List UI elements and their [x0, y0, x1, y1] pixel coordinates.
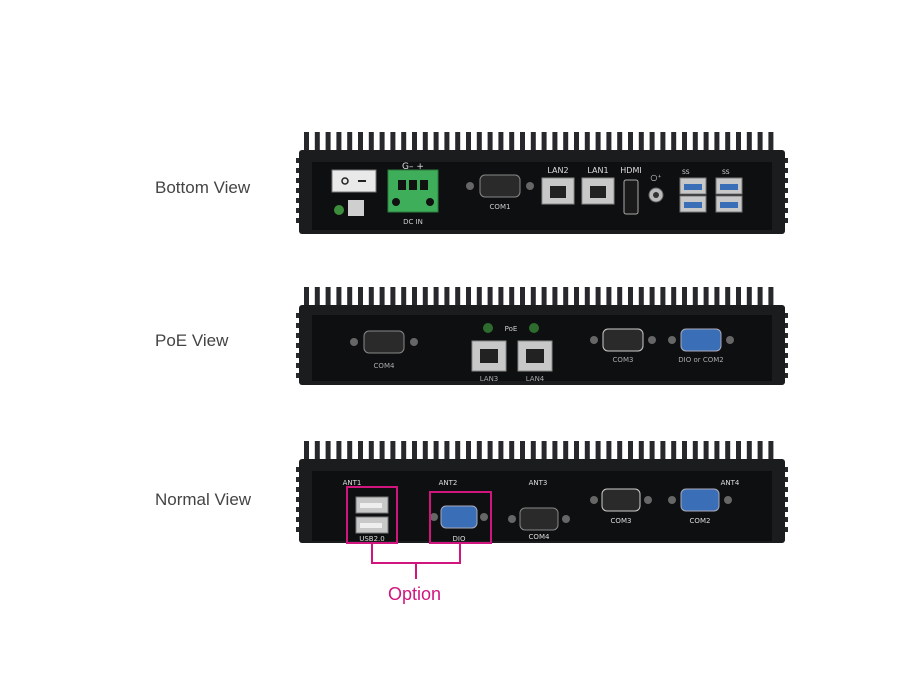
ant4-label: ANT4 — [721, 479, 740, 487]
poe-label: PoE — [505, 325, 518, 333]
power-switch[interactable] — [331, 169, 377, 193]
com2-label: COM2 — [690, 517, 711, 525]
lan3-label: LAN3 — [480, 375, 499, 383]
normal-view-device: ANT1 ANT2 ANT3 ANT4 USB2.0 DIO COM4 COM3… — [296, 441, 788, 543]
com4-label: COM4 — [374, 362, 395, 370]
option-box-usb20 — [346, 486, 398, 544]
com3-port[interactable] — [602, 328, 644, 352]
usb20-label: USB2.0 — [359, 535, 385, 543]
dio-label: DIO — [453, 535, 466, 543]
dc-in-terminal[interactable] — [387, 169, 439, 213]
ant1-label: ANT1 — [343, 479, 362, 487]
com4-port[interactable] — [519, 507, 559, 531]
lan2-label: LAN2 — [547, 166, 568, 175]
ant3-label: ANT3 — [529, 479, 548, 487]
poe-view-label: PoE View — [155, 331, 229, 350]
usb-ss-label-b: SS — [722, 169, 730, 176]
bottom-view-label: Bottom View — [155, 178, 251, 197]
option-box-dio — [429, 491, 492, 544]
com3-port[interactable] — [601, 488, 641, 512]
hdmi-label: HDMI — [620, 166, 641, 175]
com3-label: COM3 — [611, 517, 632, 525]
power-led-icon — [334, 205, 344, 215]
option-bracket — [371, 543, 461, 564]
poe-led-icon — [529, 323, 539, 333]
lan4-label: LAN4 — [526, 375, 545, 383]
audio-icon: ○⁺ — [650, 173, 661, 182]
dio-or-com2-label: DIO or COM2 — [678, 356, 723, 364]
com1-label: COM1 — [490, 203, 511, 211]
lan1-label: LAN1 — [587, 166, 608, 175]
ant2-label: ANT2 — [439, 479, 458, 487]
dc-polarity-label: G– + — [402, 162, 424, 172]
com3-label: COM3 — [613, 356, 634, 364]
option-label: Option — [388, 584, 442, 604]
poe-view-device: COM4 PoE LAN3 LAN4 COM3 DIO or COM2 — [296, 287, 788, 385]
usb-ss-label-a: SS — [682, 169, 690, 176]
dc-in-label: DC IN — [403, 218, 423, 226]
normal-view-label: Normal View — [155, 490, 252, 509]
bottom-view-device: G– + DC IN COM1 LAN2 LAN1 HDMI ○⁺ SS SS — [296, 132, 788, 234]
com4-label: COM4 — [529, 533, 550, 541]
com1-port[interactable] — [479, 174, 521, 198]
com4-port[interactable] — [363, 330, 405, 354]
poe-led-icon — [483, 323, 493, 333]
dio-port[interactable] — [440, 505, 478, 529]
hdmi-port[interactable] — [623, 179, 639, 215]
dio-com2-port[interactable] — [680, 328, 722, 352]
com2-port[interactable] — [680, 488, 720, 512]
dc-jack[interactable] — [348, 200, 364, 216]
